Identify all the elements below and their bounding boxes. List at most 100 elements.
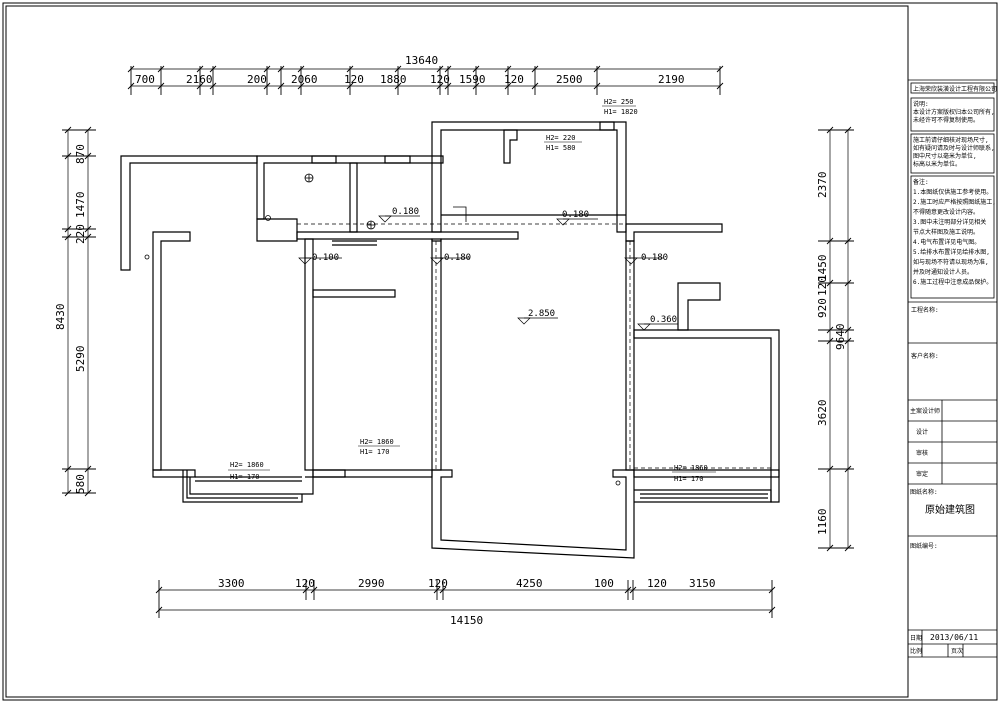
dim-top-seg-6: 120: [430, 73, 450, 86]
title-block: [908, 79, 997, 658]
flue-icon: [453, 206, 467, 222]
wall-upper-band: [256, 218, 298, 242]
dim-bottom-seg-4: 4250: [516, 577, 543, 590]
note3-line6: 4.电气布置详见电气图。: [913, 238, 980, 246]
level-g-text: 0.360: [650, 315, 677, 325]
level-marker-e: 0.180: [624, 253, 668, 265]
client-label: 客户名称:: [911, 352, 939, 360]
window-top-1: [311, 155, 337, 164]
dim-bottom-texts: 3300 120 2990 120 4250 100 120 3150 1415…: [218, 577, 716, 627]
note3-line7: 5.给排水布置详见给排水图,: [913, 248, 990, 256]
pipe-icon-2: [144, 254, 150, 260]
dim-bottom-seg-2: 2990: [358, 577, 385, 590]
kitchen-window: [599, 121, 615, 131]
dim-right: [829, 130, 849, 548]
w1-h2: H2= 250: [604, 98, 634, 106]
w4-h2: H2= 1860: [230, 461, 264, 469]
level-marker-g: 0.360: [637, 315, 678, 331]
note3-line1: 1.本图纸仅供施工参考使用。: [913, 188, 992, 196]
title-block-texts: 上海荣欣装潢设计工程有限公司 说明: 本设计方案版权归本公司所有, 未经许可不得…: [910, 85, 997, 655]
dim-left-seg-2: 220: [74, 224, 87, 244]
note1-line1: 本设计方案版权归本公司所有,: [913, 108, 995, 116]
wall-right-room: [633, 329, 780, 503]
window-top-2: [384, 155, 411, 164]
w5-h2: H2= 1860: [674, 464, 708, 472]
level-b-text: 0.180: [562, 210, 589, 220]
level-marker-d: 0.180: [430, 253, 471, 265]
note3-line3: 不得随意更改设计内容。: [913, 208, 979, 216]
drawing-frame: [5, 5, 909, 698]
level-e-text: 0.180: [641, 253, 668, 263]
wall-left-lower: [152, 469, 196, 478]
dim-top-texts: 13640 700 2160 200 2060 120 1880 120 159…: [135, 54, 685, 86]
bay-window-right: [634, 489, 772, 503]
level-markers: 0.180 0.180 0.100 0.180 0.180 2.850: [298, 207, 678, 331]
level-marker-c: 0.100: [298, 253, 342, 265]
note3-line8: 如与现场不符请以现场为准,: [913, 258, 989, 266]
date-label: 日期: [910, 634, 922, 642]
dim-left-seg-1: 1470: [74, 192, 87, 219]
wall-right-band: [625, 223, 723, 242]
kitchen-stub: [503, 129, 518, 164]
note3-line4: 3.图中未注明部分详见相关: [913, 218, 986, 226]
dim-top-seg-3: 2060: [291, 73, 318, 86]
dim-top: [131, 68, 720, 87]
checker-label: 审核: [916, 449, 928, 457]
note2-line0: 施工前请仔细核对现场尺寸,: [913, 136, 989, 144]
wall-partition-c: [431, 238, 442, 471]
wall-partition-a: [349, 162, 358, 233]
wall-partition-e: [312, 289, 396, 298]
note2-line3: 标高以米为单位。: [913, 160, 961, 168]
note3-line10: 6.施工过程中注意成品保护。: [913, 278, 992, 286]
scale-label: 比例: [910, 647, 922, 655]
drawing-label: 图纸名称:: [910, 488, 938, 496]
dim-left-total: 8430: [54, 304, 67, 331]
w4-h1: H1= 170: [230, 473, 260, 481]
dim-bottom: [159, 589, 772, 611]
dimension-ticks: [62, 65, 854, 618]
dim-right-total: 9640: [834, 324, 847, 351]
floor-plan: [120, 121, 780, 559]
note1-line0: 说明:: [913, 100, 929, 108]
company-name: 上海荣欣装潢设计工程有限公司: [913, 85, 997, 93]
w5-h1: H1= 170: [674, 475, 704, 483]
wall-partition-b: [304, 238, 314, 471]
dim-top-seg-5: 1880: [380, 73, 407, 86]
number-label: 图纸编号:: [910, 542, 938, 550]
note3-line5: 节点大样图及施工说明。: [913, 228, 979, 236]
dim-bottom-seg-0: 3300: [218, 577, 245, 590]
wall-left-bay: [120, 155, 258, 271]
w3-h2: H2= 1860: [360, 438, 394, 446]
fixtures: [144, 173, 621, 486]
note3-line2: 2.施工时应严格按照图纸施工,: [913, 198, 996, 206]
dim-right-seg-5: 1160: [816, 509, 829, 536]
dim-right-seg-3: 120: [816, 276, 829, 296]
dim-top-seg-7: 1590: [459, 73, 486, 86]
dim-top-seg-10: 2190: [658, 73, 685, 86]
dim-bottom-seg-3: 120: [428, 577, 448, 590]
pipe-icon-3: [615, 480, 621, 486]
dim-left-texts: 8430 870 1470 220 5290 580: [54, 144, 87, 494]
w1-h1: H1= 1820: [604, 108, 638, 116]
level-f-text: 2.850: [528, 309, 555, 319]
w3-h1: H1= 170: [360, 448, 390, 456]
designer-label: 主案设计师: [910, 407, 940, 415]
wall-bottom-center: [431, 469, 635, 559]
level-marker-f: 2.850: [517, 309, 558, 325]
wall-right-bump: [677, 282, 721, 331]
dim-bottom-seg-6: 120: [647, 577, 667, 590]
dim-top-seg-0: 700: [135, 73, 155, 86]
level-a-text: 0.180: [392, 207, 419, 217]
page-label: 页次: [951, 647, 963, 655]
dim-top-seg-2: 200: [247, 73, 267, 86]
w2-h1: H1= 580: [546, 144, 576, 152]
dim-left-seg-3: 5290: [74, 346, 87, 373]
note2-line1: 如有疑问请及时与设计师联系,: [913, 144, 995, 152]
note3-line9: 并及时通知设计人员。: [913, 268, 973, 276]
window-marks: H2= 250 H1= 1820 H2= 220 H1= 580 H2= 186…: [228, 98, 716, 483]
dim-bottom-total: 14150: [450, 614, 483, 627]
drawing-name: 原始建筑图: [925, 503, 975, 516]
dim-right-seg-4: 3620: [816, 400, 829, 427]
